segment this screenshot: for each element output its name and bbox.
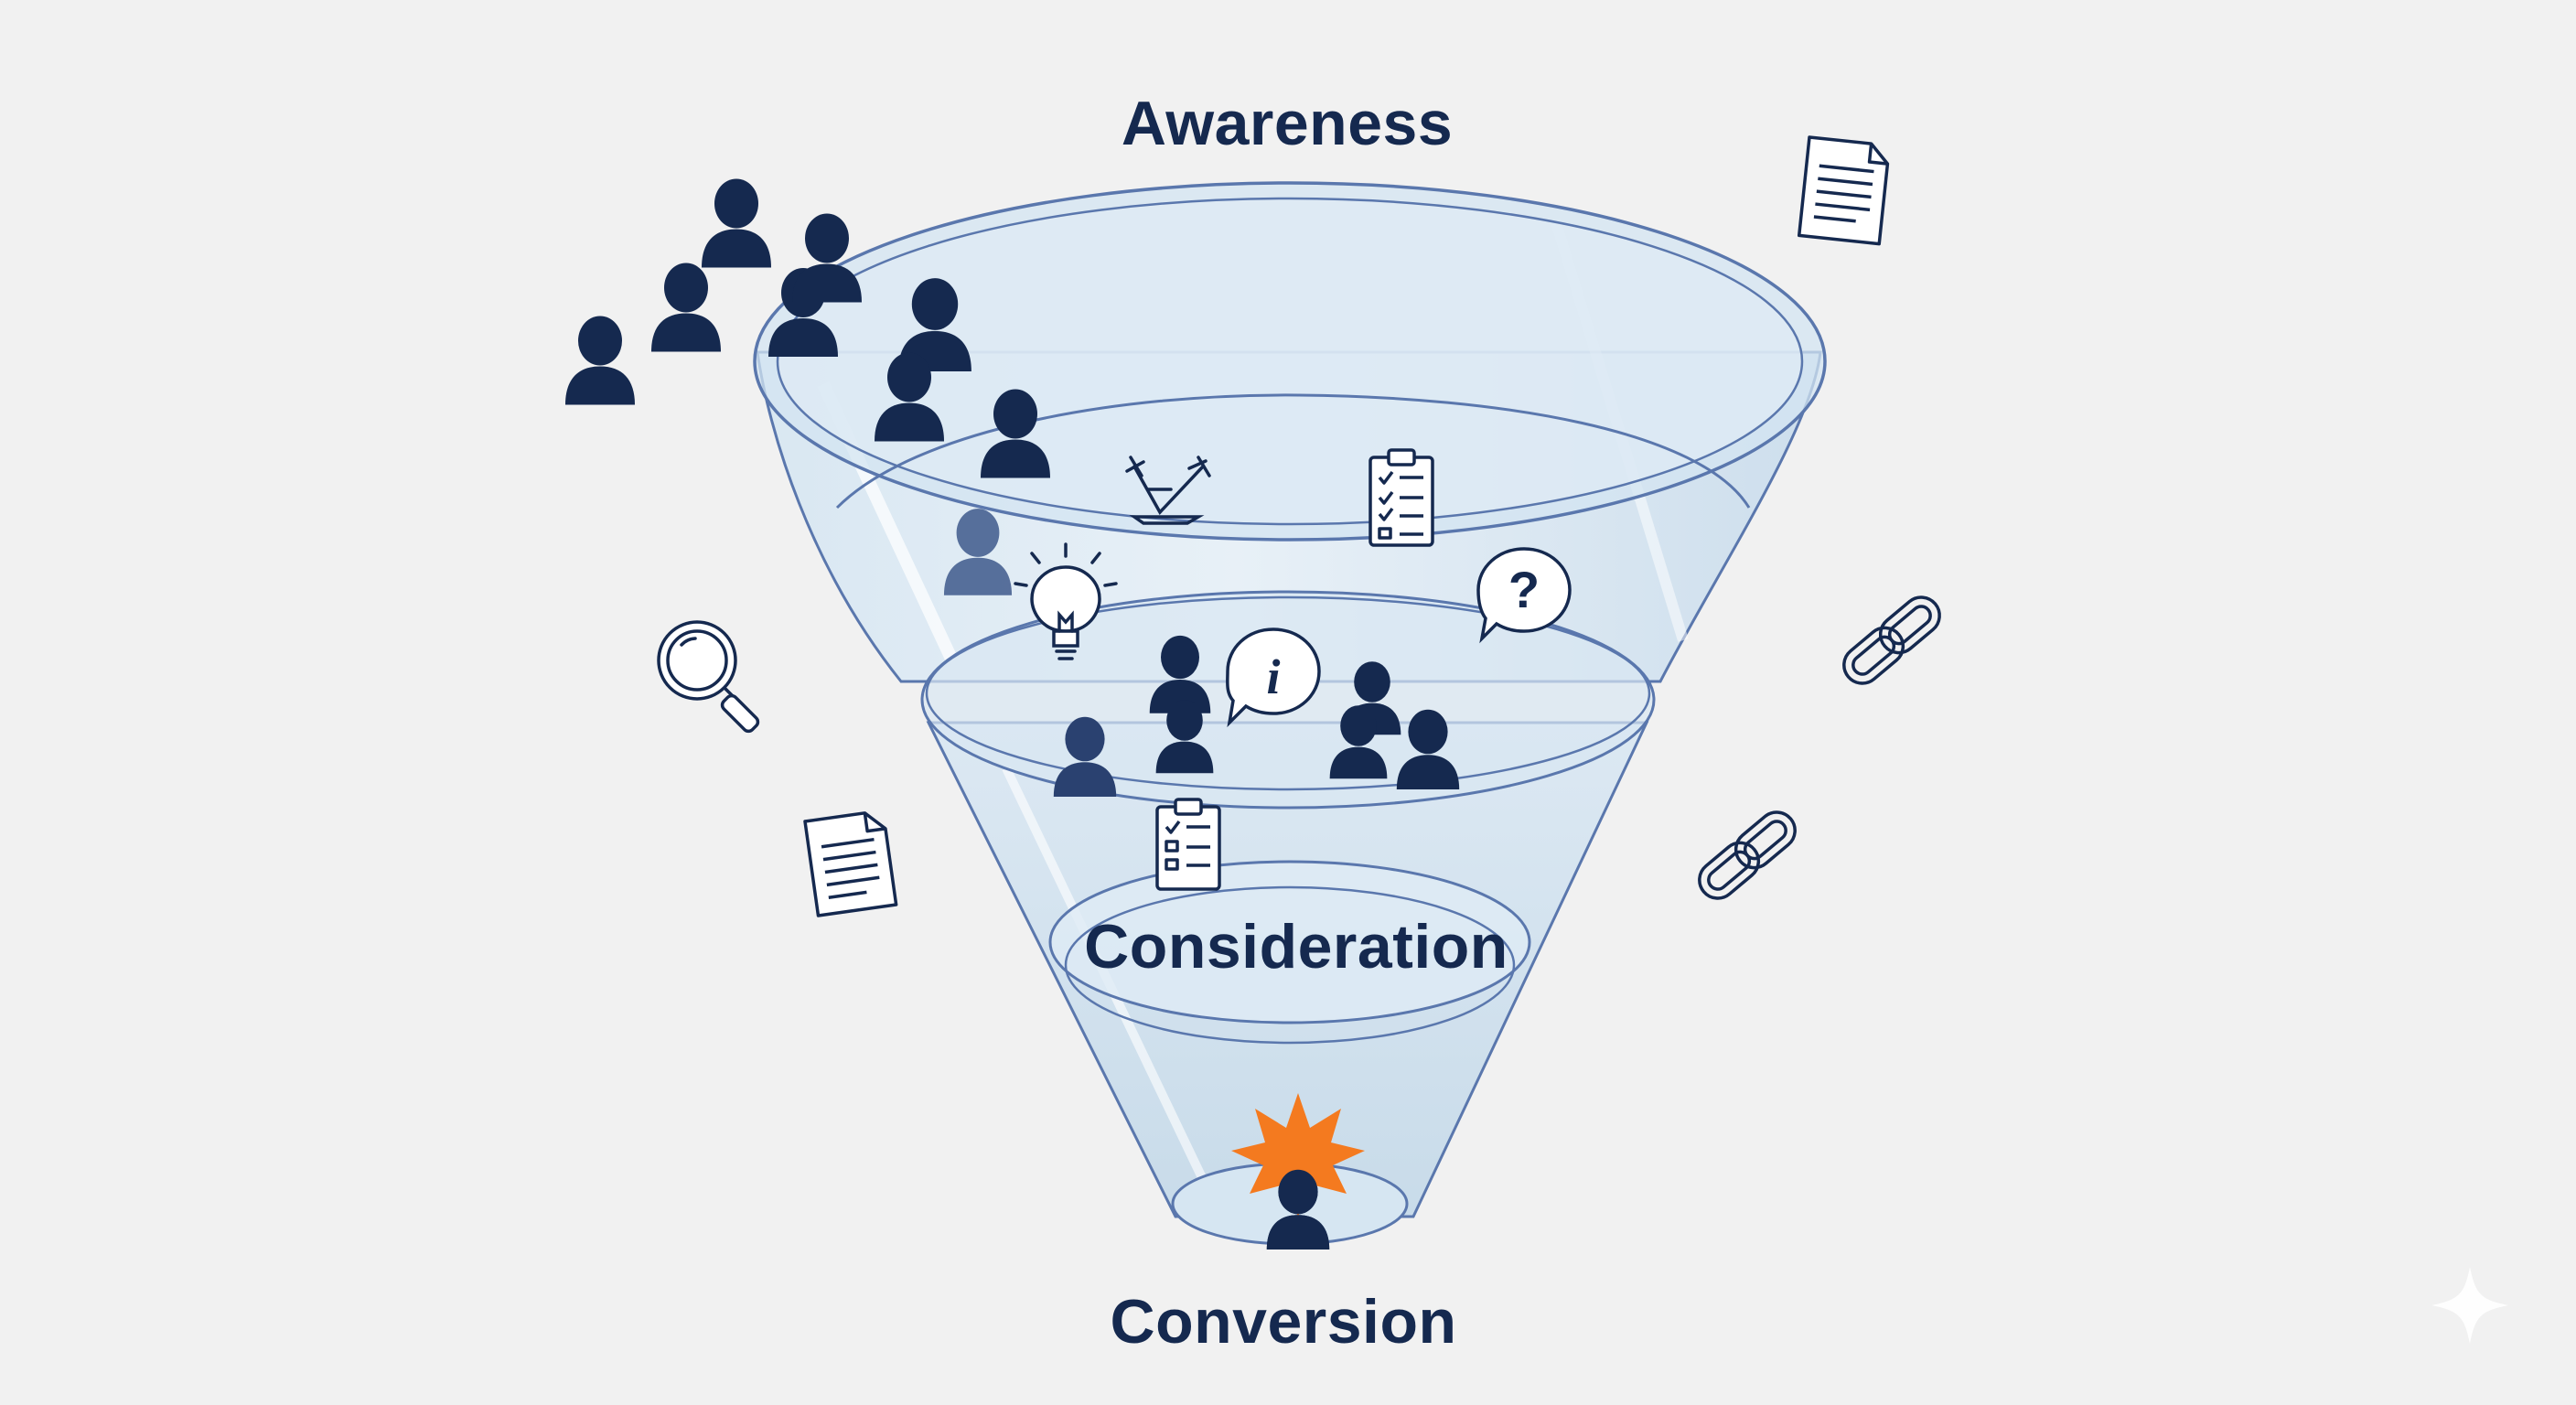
- svg-text:i: i: [1266, 649, 1280, 704]
- document-icon: [803, 811, 898, 917]
- info-bubble-icon: i: [1226, 627, 1321, 728]
- checklist-icon: [1368, 448, 1434, 547]
- lightbulb-icon: [1014, 542, 1118, 660]
- person-icon: [565, 316, 635, 405]
- funnel-consideration-ring: [1048, 860, 1531, 1024]
- stage-label-conversion: Conversion: [1110, 1287, 1457, 1357]
- funnel-top-rim-inner: [776, 197, 1804, 526]
- svg-text:?: ?: [1508, 561, 1540, 618]
- checklist-icon: [1155, 798, 1221, 891]
- chain-link-icon: [1698, 810, 1797, 900]
- sparkle-icon: [2431, 1267, 2508, 1344]
- compass-tool-icon: [1125, 456, 1211, 525]
- person-icon: [651, 263, 721, 352]
- funnel-middle-ring-inner: [925, 595, 1651, 791]
- funnel-consideration-ring-lower: [1064, 885, 1516, 1045]
- question-bubble-icon: ?: [1476, 547, 1572, 644]
- starburst-icon: [1231, 1093, 1365, 1217]
- chain-link-icon: [1842, 595, 1941, 685]
- funnel-fill-line: [835, 393, 1751, 509]
- stage-label-consideration: Consideration: [1084, 912, 1508, 981]
- stage-label-awareness: Awareness: [1121, 89, 1454, 158]
- funnel: [753, 181, 1827, 1246]
- document-icon: [1797, 135, 1890, 246]
- magnifier-icon: [657, 620, 760, 734]
- person-icon: [702, 178, 771, 268]
